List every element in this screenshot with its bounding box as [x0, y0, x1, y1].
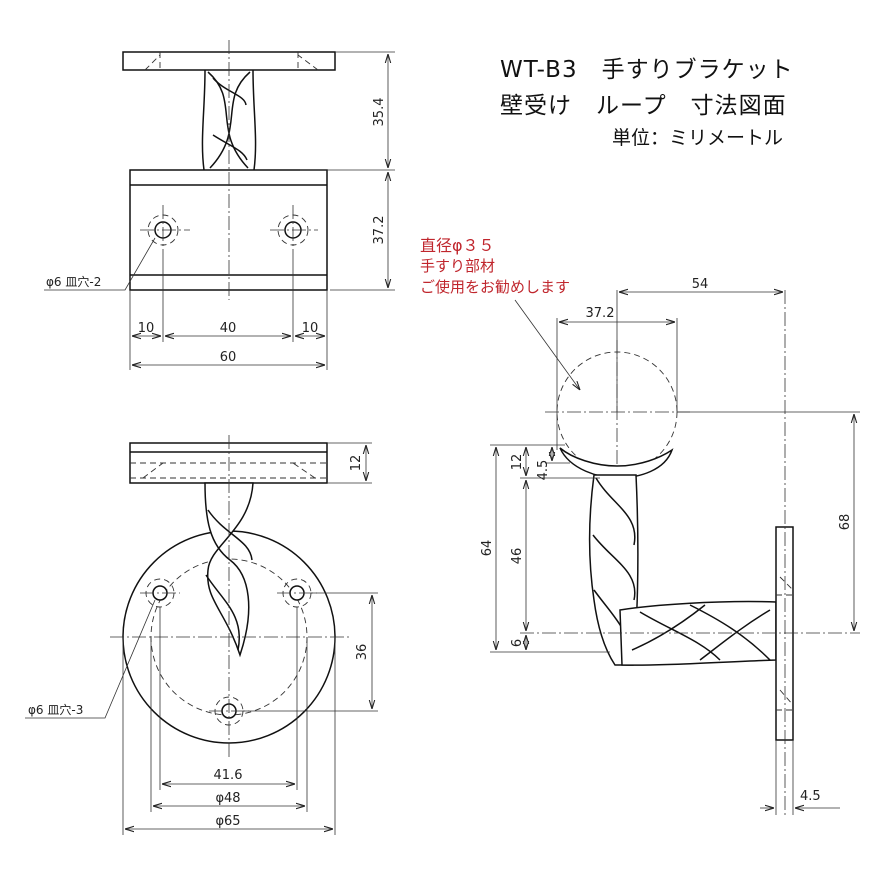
dim-phi48: φ48	[215, 791, 240, 806]
dim-4-5-side: 4.5	[536, 460, 551, 481]
hole-callout-front: φ6 皿穴-3	[28, 702, 83, 717]
dim-6: 6	[510, 639, 525, 647]
dim-46: 46	[510, 548, 525, 565]
dim-60: 60	[220, 350, 237, 365]
hole-leader-front	[25, 599, 156, 719]
dim-phi65: φ65	[215, 814, 240, 829]
unit-label: 単位：ミリメートル	[612, 127, 784, 149]
dim-37-2-side: 37.2	[586, 306, 615, 321]
dim-35-4: 35.4	[372, 98, 387, 127]
top-view: 35.4 37.2 10 40 10 60 φ6 皿穴-2	[44, 40, 395, 370]
dim-54: 54	[692, 277, 709, 292]
hole-leader-top	[44, 237, 156, 291]
top-rod-twist-detail	[212, 77, 248, 161]
front-plate	[129, 442, 328, 484]
recommend-note: ご使用をお勧めします	[420, 278, 571, 296]
front-view: 12 36 41.6 φ48 φ65 φ6 皿穴-3	[25, 435, 378, 835]
dim-10-right: 10	[302, 321, 319, 336]
dim-36: 36	[355, 644, 370, 661]
rail-saddle	[559, 447, 674, 479]
wall-plate	[775, 526, 794, 741]
side-view: 54 37.2 68 64 46 12 4.5 6 4.5	[480, 277, 860, 815]
dim-68: 68	[838, 514, 853, 531]
dim-40: 40	[220, 321, 237, 336]
rail-member-note: 手すり部材	[420, 257, 496, 275]
dim-64: 64	[480, 540, 495, 557]
dim-37-2: 37.2	[372, 216, 387, 245]
dim-12-front: 12	[349, 455, 364, 472]
drawing-title: WT-B3 手すりブラケット	[500, 57, 794, 83]
hole-callout-top: φ6 皿穴-2	[46, 274, 101, 289]
drawing-subtitle: 壁受け ループ 寸法図面	[500, 93, 787, 119]
dim-4-5-plate: 4.5	[800, 789, 821, 804]
dim-10-left: 10	[138, 321, 155, 336]
dim-12-side: 12	[510, 454, 525, 471]
horizontal-rod-twist	[631, 604, 771, 661]
front-rod-twist	[205, 509, 253, 651]
dim-41-6: 41.6	[214, 768, 243, 783]
top-rod-outline	[201, 69, 257, 171]
note-leader	[514, 299, 580, 390]
rail-diameter-note: 直径φ３５	[420, 236, 495, 255]
